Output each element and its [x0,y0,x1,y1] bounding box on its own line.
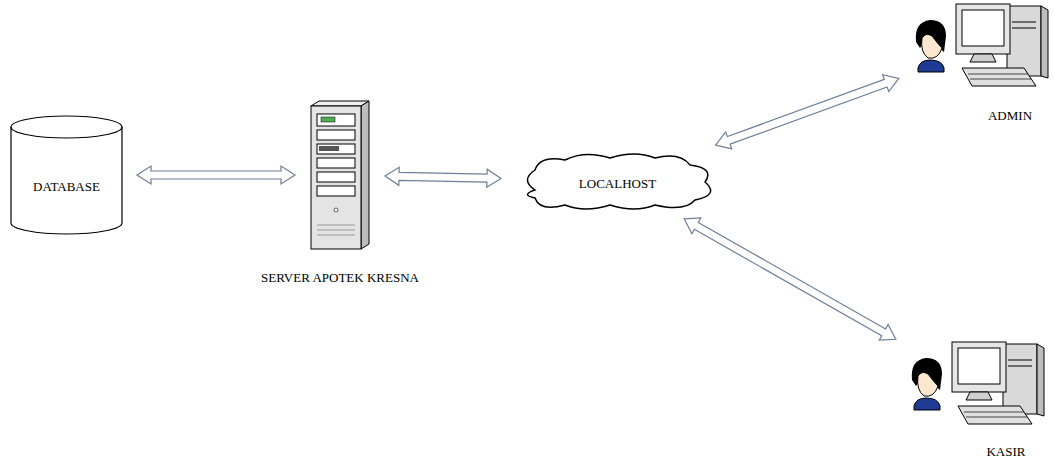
node-label: KASIR [986,444,1025,460]
database-cylinder-outline [10,115,123,235]
double-arrow [716,75,899,149]
node-label: DATABASE [33,179,100,195]
user-workstation: ADMIN [912,2,1052,128]
double-arrow [137,166,295,184]
double-arrow [385,167,501,187]
server-icon-outline [309,100,371,250]
node-label: ADMIN [988,108,1032,124]
double-arrow [684,218,896,340]
user-workstation: KASIR [908,340,1048,464]
user-workstation-outline [908,340,1048,432]
network-cloud: LOCALHOST [515,150,720,212]
database-cylinder: DATABASE [10,115,123,235]
server-icon: SERVER APOTEK KRESNA [215,100,465,288]
user-workstation-outline [912,2,1052,94]
node-label: SERVER APOTEK KRESNA [261,270,419,286]
node-label: LOCALHOST [579,176,656,192]
